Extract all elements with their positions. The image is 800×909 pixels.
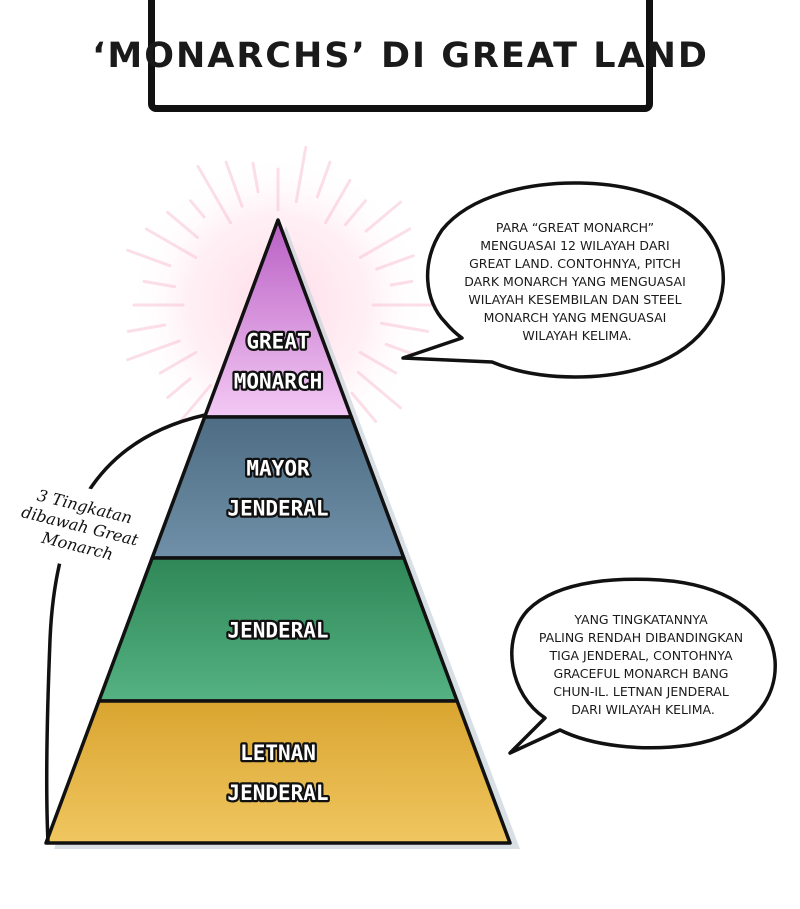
glow-ray [142,279,177,289]
pyramid-tier [150,415,406,560]
side-note: 3 Tingkatan dibawah Great Monarch [4,472,160,584]
glow-ray [384,342,415,356]
bubble-line: DARK MONARCH YANG MENGUASAI [464,274,686,289]
bubble-line: TIGA JENDERAL, CONTOHNYA [549,648,733,663]
bubble-line: WILAYAH KESEMBILAN DAN STEEL [468,292,681,307]
speech-bubble-bottom-text: YANG TINGKATANNYA PALING RENDAH DIBANDIN… [539,612,747,717]
glow-ray [166,377,192,400]
page-title: ‘MONARCHS’ DI GREAT LAND [92,36,709,76]
tier-label: MONARCH [234,370,323,394]
glow-ray [375,254,415,271]
bubble-line: YANG TINGKATANNYA [573,612,708,627]
glow-ray [379,321,430,333]
glow-ray [358,227,412,259]
bracket-curve [44,413,207,844]
glow-ray [324,178,352,225]
glow-ray [189,199,206,219]
tier-label: LETNAN [240,741,316,765]
glow-ray [126,248,172,268]
glow-ray [356,370,403,410]
bubble-line: DARI WILAYAH KELIMA. [571,702,715,717]
title-box: ‘MONARCHS’ DI GREAT LAND [92,0,707,112]
glow-ray [224,160,244,208]
tier-label: MAYOR [246,457,310,481]
bubble-line: WILAYAH KELIMA. [522,328,631,343]
glow-ray [389,279,414,287]
glow-ray [350,391,378,423]
bubble-line: CHUN-IL. LETNAN JENDERAL [553,684,729,699]
pyramid-tiers: GREAT MONARCH MAYOR JENDERAL JENDERAL LETNAN J… [44,218,520,849]
speech-bubble-bottom-shape [508,577,777,755]
speech-bubble-top-shape [401,181,726,379]
glow-ray [251,161,260,194]
glow-ray [126,339,181,362]
tier-label: JENDERAL [227,619,328,643]
bubble-line: MONARCH YANG MENGUASAI [484,310,667,325]
glow-ray [144,227,198,259]
bubble-line: PALING RENDAH DIBANDINGKAN [539,630,743,645]
glow-ray [315,160,332,199]
speech-bubble-top: PARA “GREAT MONARCH” MENGUASAI 12 WILAYA… [401,181,726,379]
bubble-line: MENGUASAI 12 WILAYAH DARI [480,238,669,253]
tier-label: JENDERAL [227,781,328,805]
glow-ray [126,323,167,333]
apex-glow-rays [126,145,440,465]
glow-ray [178,383,213,423]
pyramid-tier [44,699,512,845]
glow-ray [166,210,200,240]
bubble-line: GRACEFUL MONARCH BANG [554,666,729,681]
tier-label: GREAT [246,330,309,354]
side-note-backdrop [4,472,160,584]
glow-ray [364,200,403,233]
speech-bubble-bottom: YANG TINGKATANNYA PALING RENDAH DIBANDIN… [508,577,777,755]
glow-ray [158,351,198,375]
glow-ray [343,199,367,227]
tier-label: JENDERAL [227,497,328,521]
bubble-line: PARA “GREAT MONARCH” [496,220,654,235]
glow-ray [358,351,398,375]
glow-ray [196,164,232,225]
speech-bubble-top-text: PARA “GREAT MONARCH” MENGUASAI 12 WILAYA… [464,220,690,343]
glow-ray [294,145,308,204]
bubble-line: GREAT LAND. CONTOHNYA, PITCH [469,256,681,271]
